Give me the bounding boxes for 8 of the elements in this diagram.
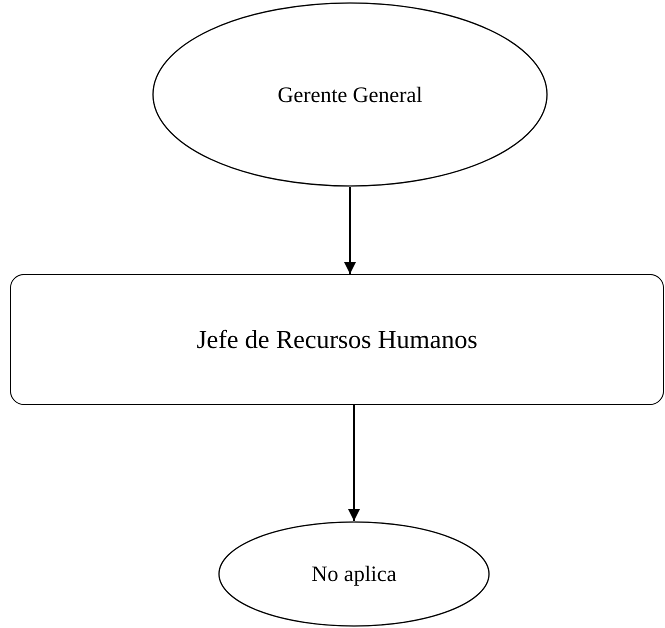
node-text: Gerente General (278, 82, 422, 108)
oval-node (152, 2, 548, 187)
arrow (348, 405, 360, 521)
node-text: Jefe de Recursos Humanos (196, 324, 478, 354)
node-text: No aplica (312, 561, 396, 587)
rounded-box (10, 274, 664, 405)
oval-node (218, 521, 490, 627)
arrow (344, 187, 356, 274)
